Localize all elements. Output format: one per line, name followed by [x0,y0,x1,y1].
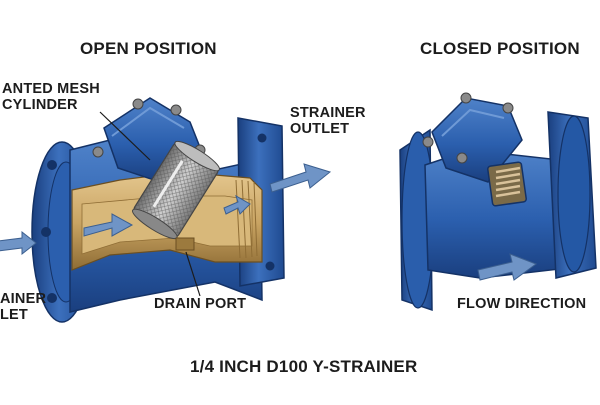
flow-arrow-icon [477,253,538,281]
outlet-label-line1: STRAINER [290,105,366,121]
mesh-label-line1: ANTED MESH [2,81,100,97]
strainer-outlet-label: STRAINER OUTLET [290,105,366,137]
open-position-heading: OPEN POSITION [80,39,217,58]
strainer-inlet-label: AINER LET [0,291,47,323]
inlet-label-line2: LET [0,306,28,323]
bolt-icon [422,92,514,164]
spring-icon [487,161,527,207]
flow-direction-label: FLOW DIRECTION [457,296,587,312]
mesh-label-line2: CYLINDER [2,96,78,113]
mesh-cylinder-icon [132,140,220,240]
drain-port-label: DRAIN PORT [154,296,247,312]
diagram-title: 1/4 INCH D100 Y-STRAINER [190,357,418,376]
open-position-cutaway [0,97,332,323]
mesh-leader-line [99,111,151,161]
drain-leader-line [185,251,201,297]
inlet-label-line1: AINER [0,291,47,307]
closed-position-exterior [399,92,597,312]
mesh-cylinder-label: ANTED MESH CYLINDER [2,81,100,113]
closed-position-heading: CLOSED POSITION [420,39,580,58]
drain-port [175,237,195,251]
outlet-label-line2: OUTLET [290,120,350,137]
flow-arrow-icon [0,163,332,256]
